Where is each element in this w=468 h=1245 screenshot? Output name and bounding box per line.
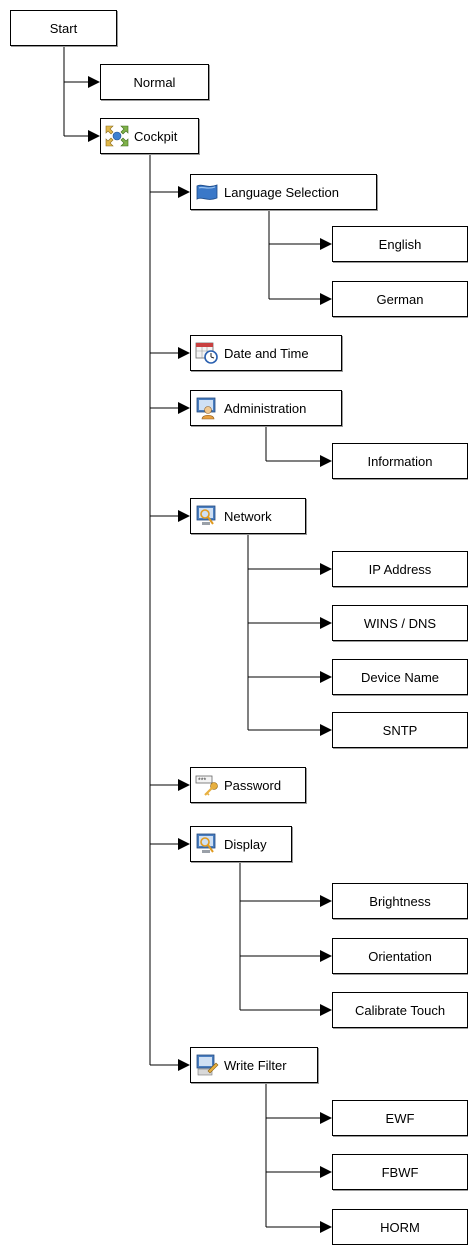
cockpit-icon	[104, 124, 130, 148]
network-monitor-icon	[194, 504, 220, 528]
arrowhead-cockpit-5	[178, 838, 190, 850]
arrowhead-network-2	[320, 671, 332, 683]
node-information: Information	[332, 443, 468, 479]
arrowhead-language-selection-1	[320, 293, 332, 305]
node-label: Cockpit	[134, 128, 178, 144]
admin-user-icon	[194, 396, 220, 420]
node-label: German	[376, 291, 424, 307]
arrowhead-display-1	[320, 950, 332, 962]
arrowhead-display-2	[320, 1004, 332, 1016]
display-monitor-icon	[194, 832, 220, 856]
password-key-icon: ***	[194, 773, 220, 797]
node-english: English	[332, 226, 468, 262]
arrowhead-cockpit-0	[178, 186, 190, 198]
node-start: Start	[10, 10, 117, 46]
arrowhead-write-filter-0	[320, 1112, 332, 1124]
node-label: Network	[224, 508, 272, 524]
node-ewf: EWF	[332, 1100, 468, 1136]
arrowhead-display-0	[320, 895, 332, 907]
node-horm: HORM	[332, 1209, 468, 1245]
node-fbwf: FBWF	[332, 1154, 468, 1190]
node-write-filter: Write Filter	[190, 1047, 318, 1083]
arrowhead-network-1	[320, 617, 332, 629]
node-cockpit: Cockpit	[100, 118, 199, 154]
node-language-selection: Language Selection	[190, 174, 377, 210]
node-administration: Administration	[190, 390, 342, 426]
node-label: Start	[49, 20, 78, 36]
svg-text:***: ***	[198, 778, 206, 785]
flag-icon	[194, 180, 220, 204]
node-sntp: SNTP	[332, 712, 468, 748]
node-normal: Normal	[100, 64, 209, 100]
arrowhead-administration-0	[320, 455, 332, 467]
arrowhead-start-1	[88, 130, 100, 142]
node-label: IP Address	[368, 561, 432, 577]
node-brightness: Brightness	[332, 883, 468, 919]
arrowhead-write-filter-1	[320, 1166, 332, 1178]
node-label: EWF	[385, 1110, 415, 1126]
node-device-name: Device Name	[332, 659, 468, 695]
node-label: Password	[224, 777, 282, 793]
arrowhead-cockpit-3	[178, 510, 190, 522]
node-label: Write Filter	[224, 1057, 287, 1073]
node-password: *** Password	[190, 767, 306, 803]
node-label: Information	[367, 453, 433, 469]
arrowhead-cockpit-4	[178, 779, 190, 791]
node-network: Network	[190, 498, 306, 534]
node-label: Administration	[224, 400, 307, 416]
write-filter-icon	[194, 1053, 220, 1077]
node-label: FBWF	[381, 1164, 419, 1180]
node-label: SNTP	[382, 722, 418, 738]
node-label: Device Name	[360, 669, 440, 685]
node-label: Language Selection	[224, 184, 339, 200]
node-label: English	[378, 236, 422, 252]
node-label: Normal	[133, 74, 176, 90]
node-label: Calibrate Touch	[354, 1002, 446, 1018]
arrowhead-cockpit-1	[178, 347, 190, 359]
calendar-clock-icon	[194, 341, 220, 365]
arrowhead-network-3	[320, 724, 332, 736]
node-label: Display	[224, 836, 267, 852]
node-calibrate-touch: Calibrate Touch	[332, 992, 468, 1028]
node-label: WINS / DNS	[363, 615, 437, 631]
node-wins-dns: WINS / DNS	[332, 605, 468, 641]
node-ip-address: IP Address	[332, 551, 468, 587]
node-label: HORM	[380, 1219, 420, 1235]
arrowhead-cockpit-2	[178, 402, 190, 414]
arrowhead-start-0	[88, 76, 100, 88]
node-date-and-time: Date and Time	[190, 335, 342, 371]
node-label: Brightness	[369, 893, 431, 909]
arrowhead-network-0	[320, 563, 332, 575]
arrowhead-cockpit-6	[178, 1059, 190, 1071]
node-german: German	[332, 281, 468, 317]
node-label: Date and Time	[224, 345, 309, 361]
node-label: Orientation	[368, 948, 432, 964]
arrowhead-write-filter-2	[320, 1221, 332, 1233]
node-display: Display	[190, 826, 292, 862]
arrowhead-language-selection-0	[320, 238, 332, 250]
node-orientation: Orientation	[332, 938, 468, 974]
